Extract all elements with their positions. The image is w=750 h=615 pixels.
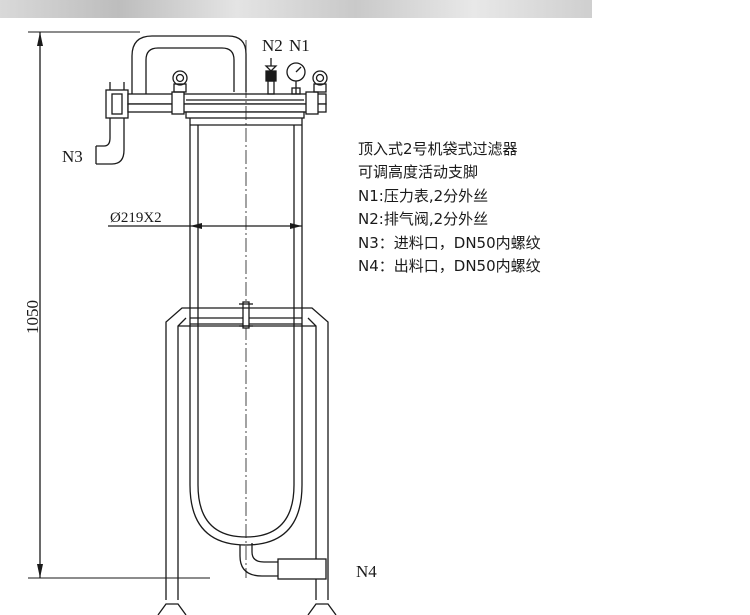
note-n1: N1:压力表,2分外丝 xyxy=(358,186,489,205)
label-n1: N1 xyxy=(289,36,310,55)
label-n3: N3 xyxy=(62,147,83,166)
note-feet: 可调高度活动支脚 xyxy=(358,163,479,182)
note-n3: N3：进料口，DN50内螺纹 xyxy=(358,233,541,252)
label-n2: N2 xyxy=(262,36,283,55)
diameter-dimension xyxy=(108,223,302,229)
note-title: 顶入式2号机袋式过滤器 xyxy=(358,140,518,158)
photo-strip xyxy=(0,0,592,18)
top-loop-pipe xyxy=(131,35,247,96)
label-n4: N4 xyxy=(356,562,377,581)
label-height: 1050 xyxy=(23,300,42,334)
note-n4: N4：出料口，DN50内螺纹 xyxy=(358,257,541,276)
pressure-gauge-n1 xyxy=(286,62,306,95)
eye-bolt-left xyxy=(172,70,188,93)
label-diameter: Ø219X2 xyxy=(110,210,162,226)
note-n2: N2:排气阀,2分外丝 xyxy=(358,210,489,229)
outlet-pipe-n4 xyxy=(239,543,327,580)
height-dimension xyxy=(28,31,210,579)
support-legs xyxy=(157,307,337,615)
vent-valve-n2 xyxy=(264,58,278,95)
eye-bolt-right xyxy=(312,70,328,93)
inlet-pipe-n3 xyxy=(95,82,129,165)
spec-notes: 顶入式2号机袋式过滤器 可调高度活动支脚 N1:压力表,2分外丝 N2:排气阀,… xyxy=(358,138,738,278)
top-flange xyxy=(127,91,327,119)
